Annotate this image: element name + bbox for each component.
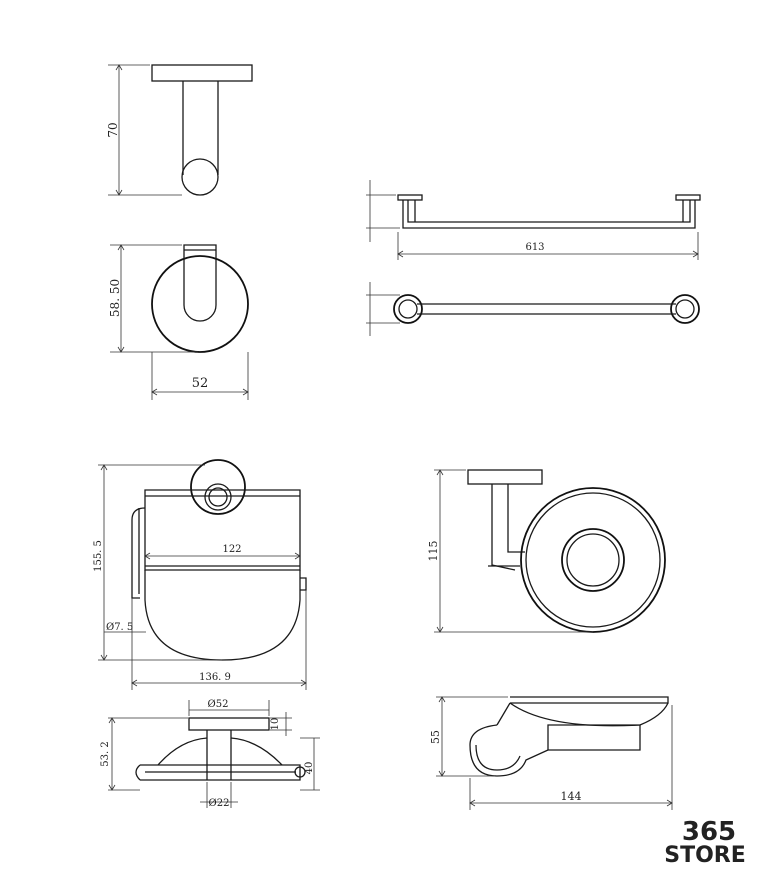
dim-paper-holder-flange-thk: 10 [270,718,281,731]
tumbler-holder-view: 115 [427,469,666,633]
robe-hook-side-view: 70 [106,64,253,196]
watermark-word: STORE [664,843,746,868]
watermark-number: 365 [682,817,736,847]
dim-robe-hook-depth: 58. 50 [108,279,122,317]
soap-dish-view: 55 144 [429,696,673,810]
dim-robe-hook-height: 70 [106,122,120,137]
dim-soap-dish-height: 55 [429,730,442,744]
dim-paper-holder-depth: 53. 2 [100,741,111,766]
dim-soap-dish-length: 144 [561,790,582,803]
dim-robe-hook-diameter: 52 [192,376,209,391]
dim-towel-bar-length: 613 [525,242,544,253]
dim-paper-holder-flange-dia: Ø52 [208,699,229,710]
dim-paper-holder-cover-width: 122 [222,544,241,555]
dim-paper-holder-rod-offset: 40 [304,762,315,775]
store-watermark-logo: 365 STORE [664,817,746,868]
paper-holder-front-view: 122 155. 5 Ø7. 5 136. 9 [93,459,307,690]
dim-paper-holder-post-dia: Ø22 [209,798,230,809]
dim-paper-holder-height: 155. 5 [93,540,104,572]
paper-holder-top-view: Ø52 10 53. 2 40 Ø22 [100,699,320,809]
towel-bar-top-view: 613 [366,180,701,260]
dim-tumbler-height: 115 [427,541,440,562]
dim-paper-holder-total-width: 136. 9 [199,672,231,683]
dim-paper-holder-rod-dia: Ø7. 5 [106,622,133,633]
towel-bar-front-view [366,282,700,336]
robe-hook-front-view: 58. 50 52 [108,244,249,400]
